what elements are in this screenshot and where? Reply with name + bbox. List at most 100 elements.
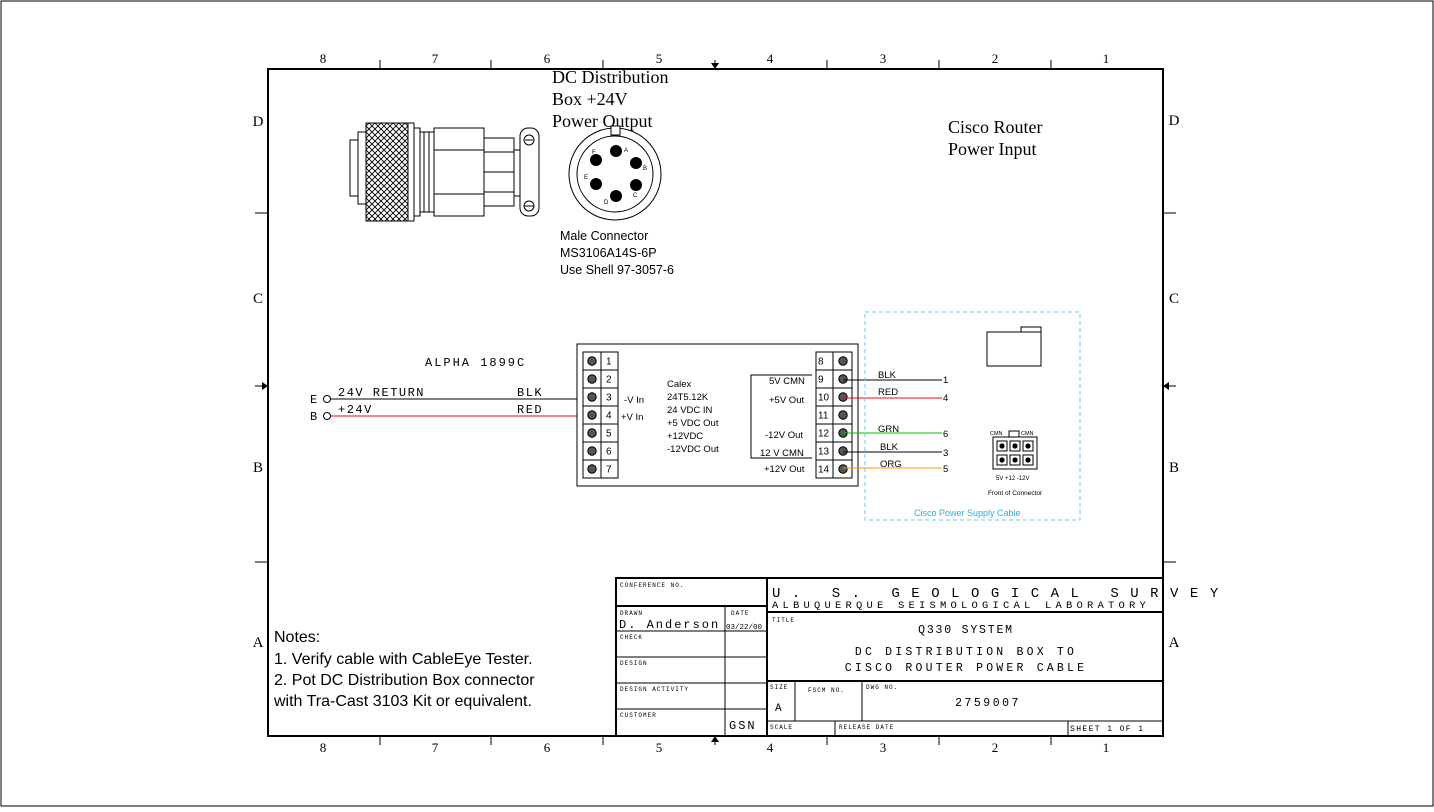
right-terminal-pin-14: 14	[818, 465, 830, 476]
output-pin-5: 5	[943, 464, 948, 475]
pin-e-icon	[590, 178, 602, 190]
output-wires: BLK RED GRN BLK ORG 1 4 6 3 5	[843, 370, 948, 475]
pin-d-icon	[610, 190, 622, 202]
right-terminal-screw-10-icon	[838, 392, 848, 402]
title-block-text: CONFERENCE NO. DRAWN DATE D. Anderson 03…	[619, 582, 1218, 734]
left-terminal-pin-6: 6	[606, 447, 612, 458]
tb-dwg-label: DWG NO.	[866, 684, 898, 691]
zone-row-right-d: D	[1169, 113, 1180, 129]
connector-note-line-2: MS3106A14S-6P	[560, 246, 657, 260]
left-terminal-pin-7: 7	[606, 465, 612, 476]
zone-labels: 8 7 6 5 4 3 2 1 8 7 6 5 4 3 2 1 D C B A …	[253, 51, 1180, 755]
zone-row-left-d: D	[253, 114, 264, 130]
source-title-line-3: Power Output	[552, 111, 653, 131]
module-desc-line-6: -12VDC Out	[667, 444, 719, 455]
zone-col-top-3: 3	[880, 51, 887, 66]
connector-side-view-icon	[349, 122, 540, 222]
right-terminal-pin-8: 8	[818, 357, 824, 368]
tb-design-label: DESIGN	[620, 660, 648, 667]
cisco-connector-caption: Front of Connector	[988, 490, 1043, 497]
zone-col-top-2: 2	[992, 51, 999, 66]
module-label-5v-cmn: 5V CMN	[769, 376, 805, 387]
input-terminal-b-icon	[323, 412, 331, 420]
module-label-minus-v-in: -V In	[624, 395, 644, 406]
left-terminal-pin-3: 3	[606, 393, 612, 404]
output-pin-4: 3	[943, 448, 948, 459]
source-title-line-2: Box +24V	[552, 89, 628, 109]
input-wires: E B 24V RETURN +24V BLK RED	[310, 386, 592, 424]
pin-a-icon	[610, 145, 622, 157]
tb-drawn-by: D. Anderson	[619, 618, 720, 632]
tb-title-line-2: DC DISTRIBUTION BOX TO	[855, 646, 1077, 659]
tb-date: 03/22/00	[726, 624, 763, 632]
pin-f-icon	[590, 154, 602, 166]
zone-col-top-1: 1	[1103, 51, 1110, 66]
tb-sheet-label: SHEET 1 OF 1	[1070, 725, 1144, 734]
right-terminal-screw-13-icon	[838, 446, 848, 456]
output-color-1: BLK	[878, 370, 897, 381]
tb-fscm-label: FSCM NO.	[808, 687, 845, 694]
zone-col-top-6: 6	[544, 51, 551, 66]
zone-col-bottom-4: 4	[767, 740, 774, 755]
right-terminal-screw-14-icon	[838, 464, 848, 474]
input-pin-e: E	[310, 393, 317, 407]
tb-release-label: RELEASE DATE	[839, 724, 894, 731]
tb-size-value: A	[775, 703, 782, 715]
centering-arrows	[262, 63, 1169, 742]
module-desc-line-1: Calex	[667, 379, 692, 390]
tb-design-activity-label: DESIGN ACTIVITY	[620, 686, 689, 693]
zone-row-left-a: A	[253, 635, 264, 651]
zone-row-right-c: C	[1169, 291, 1179, 307]
dest-title-line-1: Cisco Router	[948, 117, 1043, 137]
source-title-line-1: DC Distribution	[552, 67, 669, 87]
module-label-plus-12v-out: +12V Out	[764, 464, 805, 475]
right-terminal-pin-9: 9	[818, 375, 824, 386]
connector-front-view-icon: A B C D E F	[568, 125, 662, 221]
tb-conference-label: CONFERENCE NO.	[620, 582, 684, 589]
cisco-top-label-2: CMN	[1021, 431, 1034, 437]
right-terminal-pin-13: 13	[818, 447, 830, 458]
module-label-plus-v-in: +V In	[621, 412, 643, 423]
dest-title: Cisco Router Power Input	[948, 117, 1043, 159]
module-desc-line-5: +12VDC	[667, 431, 703, 442]
dest-title-line-2: Power Input	[948, 139, 1037, 159]
left-terminal-pin-2: 2	[606, 375, 612, 386]
right-terminal-pin-10: 10	[818, 393, 830, 404]
tb-drawn-label: DRAWN	[620, 610, 643, 617]
tb-title-line-3: CISCO ROUTER POWER CABLE	[845, 662, 1087, 675]
note-line-1: 1. Verify cable with CableEye Tester.	[274, 651, 533, 668]
left-terminal-screw-3-icon	[587, 392, 597, 402]
tb-title-line-1: Q330 SYSTEM	[918, 624, 1014, 637]
input-name-24v-return: 24V RETURN	[338, 386, 425, 400]
cisco-plug-front-icon	[992, 430, 1038, 470]
zone-col-bottom-6: 6	[544, 740, 551, 755]
module-desc-line-3: 24 VDC IN	[667, 405, 713, 416]
output-pin-2: 4	[943, 393, 948, 404]
left-terminal-screw-5-icon	[587, 428, 597, 438]
left-terminal-screw-2-icon	[587, 374, 597, 384]
zone-col-top-7: 7	[432, 51, 439, 66]
pin-letter-c: C	[633, 193, 638, 199]
right-terminal-pin-12: 12	[818, 429, 830, 440]
zone-col-top-8: 8	[320, 51, 327, 66]
converter-label: ALPHA 1899C	[425, 356, 526, 370]
zone-row-right-b: B	[1169, 460, 1179, 476]
cisco-bottom-label: 5V +12 -12V	[996, 476, 1030, 482]
output-color-3: GRN	[878, 424, 899, 435]
input-name-24v: +24V	[338, 403, 373, 417]
module-label-12v-cmn: 12 V CMN	[760, 448, 804, 459]
tb-size-label: SIZE	[770, 684, 788, 691]
left-terminal-pin-4: 4	[606, 411, 612, 422]
input-color-red: RED	[517, 403, 543, 417]
cisco-top-label-1: CMN	[990, 431, 1003, 437]
notes: Notes: 1. Verify cable with CableEye Tes…	[273, 629, 535, 710]
left-terminal-screw-6-icon	[587, 446, 597, 456]
module-label-5v-out: +5V Out	[769, 395, 804, 406]
right-terminal-screw-11-icon	[838, 410, 848, 420]
tb-check-label: CHECK	[620, 634, 643, 641]
pin-letter-e: E	[584, 175, 588, 181]
zone-ticks	[255, 60, 1176, 745]
